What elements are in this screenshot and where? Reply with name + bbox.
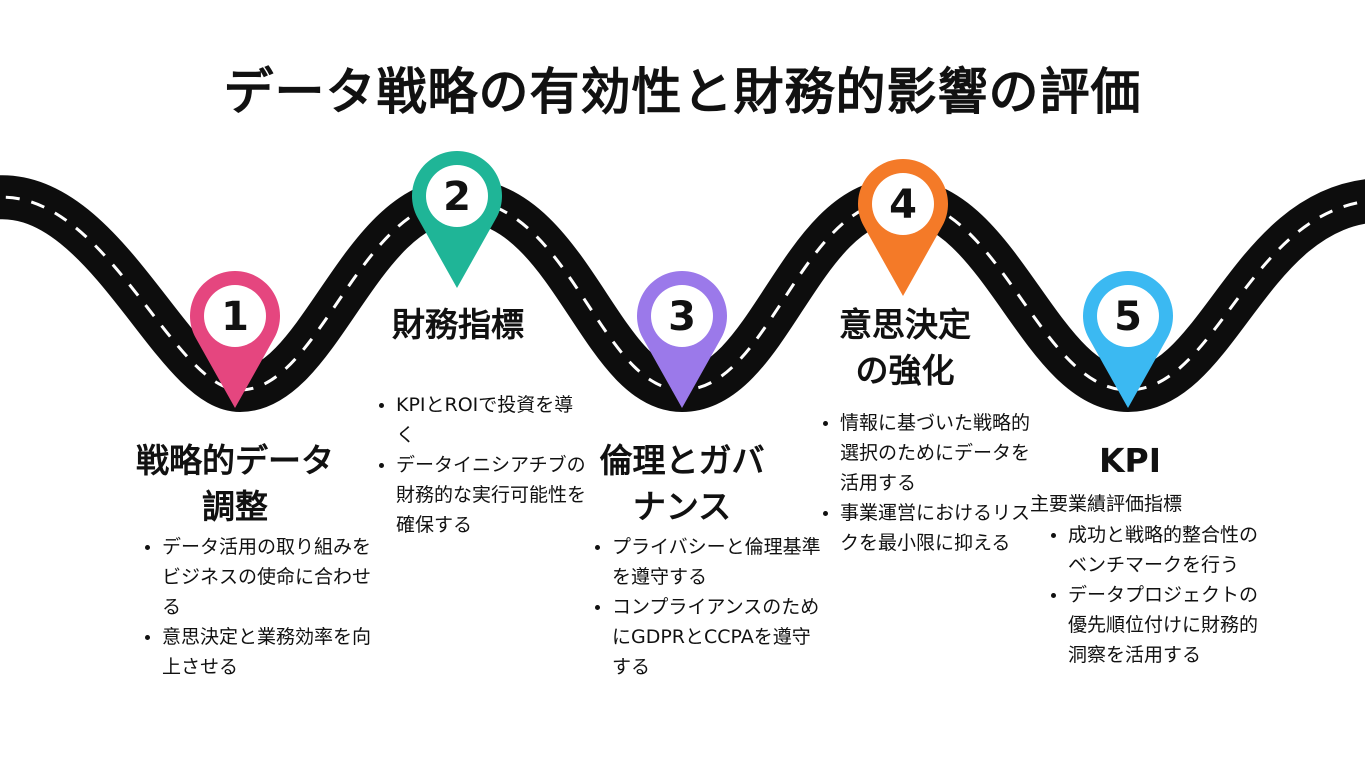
pin-number: 5 — [1114, 294, 1142, 340]
step-1-bullets: データ活用の取り組みをビジネスの使命に合わせる 意思決定と業務効率を向上させる — [140, 532, 372, 682]
pin-number: 1 — [221, 294, 249, 340]
step-5-bullet: データプロジェクトの優先順位付けに財務的洞察を活用する — [1068, 580, 1268, 670]
location-pin-3-icon: 3 — [637, 270, 727, 408]
step-4-bullet: 情報に基づいた戦略的選択のためにデータを活用する — [840, 408, 1030, 498]
step-4-bullets: 情報に基づいた戦略的選択のためにデータを活用する 事業運営におけるリスクを最小限… — [818, 408, 1030, 558]
step-2-heading-line: 財務指標 — [392, 305, 524, 344]
step-1-heading: 戦略的データ 調整 — [120, 438, 350, 530]
step-4-heading-line: 意思決定 — [839, 305, 971, 344]
location-pin-1-icon: 1 — [190, 271, 281, 408]
pin-inner-circle — [426, 165, 488, 227]
pin-inner-circle — [204, 285, 266, 347]
step-5-bullet: 成功と戦略的整合性のベンチマークを行う — [1068, 520, 1268, 580]
step-1-bullet: データ活用の取り組みをビジネスの使命に合わせる — [162, 532, 372, 622]
page-title: データ戦略の有効性と財務的影響の評価 — [223, 63, 1142, 121]
step-3-heading-line: ナンス — [632, 487, 732, 526]
step-2-bullet: データイニシアチブの財務的な実行可能性を確保する — [396, 450, 586, 540]
pin-inner-circle — [1097, 285, 1159, 347]
step-4-bullet: 事業運営におけるリスクを最小限に抑える — [840, 498, 1030, 558]
step-1-heading-line: 調整 — [202, 487, 268, 526]
step-5-subheading: 主要業績評価指標 — [1030, 493, 1183, 515]
location-pin-5-icon: 5 — [1083, 271, 1173, 408]
step-3-heading: 倫理とガバ ナンス — [572, 438, 792, 530]
pin-number: 4 — [889, 182, 917, 228]
step-3-bullet: コンプライアンスのためにGDPRとCCPAを遵守する — [612, 592, 822, 682]
step-5-heading-line: KPI — [1098, 441, 1162, 480]
pin-inner-circle — [872, 173, 934, 235]
pin-inner-circle — [651, 285, 713, 347]
step-5-bullets: 成功と戦略的整合性のベンチマークを行う データプロジェクトの優先順位付けに財務的… — [1046, 520, 1268, 670]
step-3-heading-line: 倫理とガバ — [599, 441, 765, 480]
location-pin-2-icon: 2 — [411, 151, 502, 288]
step-5-heading: KPI — [1040, 438, 1220, 484]
step-2-bullets: KPIとROIで投資を導く データイニシアチブの財務的な実行可能性を確保する — [374, 390, 586, 540]
pin-number: 2 — [443, 174, 471, 220]
pin-number: 3 — [668, 294, 696, 340]
step-1-heading-line: 戦略的データ — [136, 441, 334, 480]
step-2-bullet: KPIとROIで投資を導く — [396, 390, 586, 450]
step-1-bullet: 意思決定と業務効率を向上させる — [162, 622, 372, 682]
step-3-bullet: プライバシーと倫理基準を遵守する — [612, 532, 822, 592]
step-4-heading-line: の強化 — [855, 351, 955, 390]
location-pin-4-icon: 4 — [857, 158, 949, 296]
step-4-heading: 意思決定 の強化 — [805, 302, 1005, 394]
step-3-bullets: プライバシーと倫理基準を遵守する コンプライアンスのためにGDPRとCCPAを遵… — [590, 532, 822, 682]
step-2-heading: 財務指標 — [368, 302, 548, 348]
